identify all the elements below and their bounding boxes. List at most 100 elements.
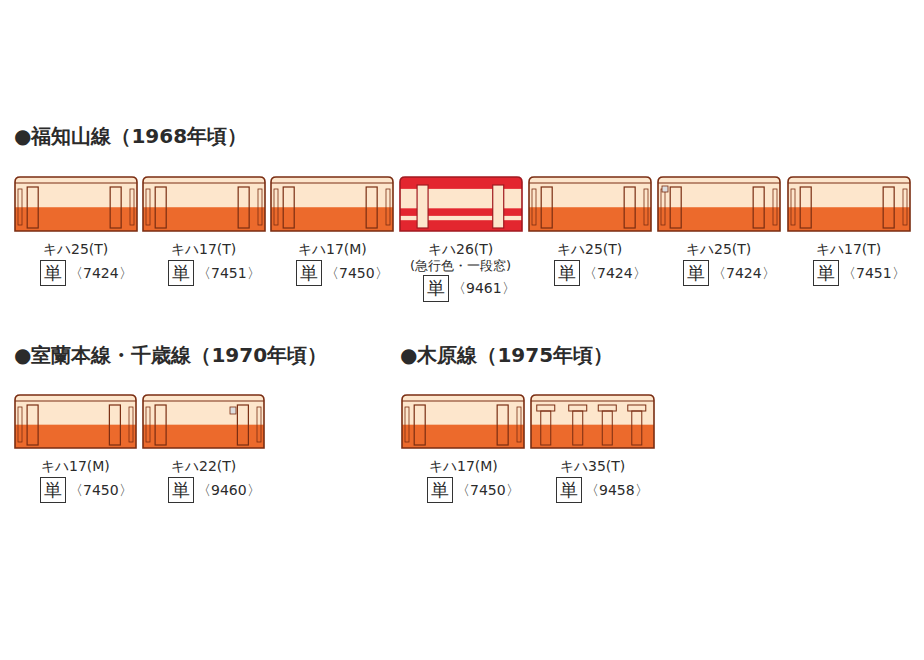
product-number: 〈7450〉 [69,482,133,499]
car-door [27,405,38,445]
car-door [624,187,635,228]
roof-line [402,401,524,402]
car-body [529,177,651,231]
car-door [109,405,120,445]
car-name: キハ26(T) [428,241,493,258]
section-heading: ●木原線（1975年頃） [400,343,613,367]
car-door [541,187,552,228]
single-item-mark: 単 [427,277,445,298]
car-door [238,187,249,228]
section-heading: ●室蘭本線・千歳線（1970年頃） [14,343,327,367]
single-item-box: 単 [40,477,66,504]
door-head [569,405,587,411]
roof-line [529,183,651,184]
car-name: キハ35(T) [560,458,625,475]
end-window [274,189,278,225]
single-item-box: 単 [168,477,194,504]
car-body [143,395,264,448]
door-head [628,405,646,411]
car-door [414,405,425,445]
car-door [155,187,166,228]
product-number: 〈7450〉 [456,482,520,499]
product-number: 〈9460〉 [197,482,261,499]
product-number: 〈7424〉 [583,265,647,282]
door-head [598,405,616,411]
roof-line [143,183,265,184]
car-door [283,187,294,228]
roof-line [15,183,137,184]
car-door [800,187,811,228]
car-door [155,405,166,445]
small-window [662,186,668,192]
single-item-mark: 単 [44,262,62,283]
car-body [402,395,524,448]
roof-line [143,401,264,402]
car-door [541,411,551,445]
end-window [791,189,795,225]
car-outline [143,395,264,448]
car-outline [271,177,393,231]
roof-line [271,183,393,184]
car-body [400,177,522,231]
product-number: 〈7451〉 [842,265,906,282]
single-item-mark: 単 [687,262,705,283]
car-name: キハ17(T) [171,241,236,258]
car-door [366,187,377,228]
section-heading: ●福知山線（1968年頃） [14,124,247,148]
car-body [531,395,654,448]
car-door [883,187,894,228]
car-door [573,411,583,445]
car-name: キハ25(T) [686,241,751,258]
single-item-box: 単 [423,275,449,302]
car-name: キハ25(T) [43,241,108,258]
car-name: キハ22(T) [171,458,236,475]
end-window [130,189,134,225]
end-window [405,407,409,442]
single-item-mark: 単 [558,262,576,283]
end-window [257,407,261,442]
car-door [237,405,248,445]
car-body [15,395,136,448]
end-window [644,189,648,225]
end-window [18,189,22,225]
car-outline [658,177,780,231]
car-outline [400,177,522,231]
product-number: 〈7424〉 [712,265,776,282]
single-item-box: 単 [683,260,709,287]
small-window [230,407,236,414]
single-item-mark: 単 [431,479,449,500]
single-item-box: 単 [813,260,839,287]
car-outline [531,395,654,448]
single-item-mark: 単 [172,262,190,283]
end-window [517,407,521,442]
car-body [271,177,393,231]
car-door [602,411,612,445]
roof-line [15,401,136,402]
car-body [788,177,910,231]
car-body [143,177,265,231]
product-number: 〈9461〉 [452,280,516,297]
single-item-box: 単 [556,477,582,504]
end-window [532,189,536,225]
car-door [497,405,508,445]
end-window [18,407,22,442]
single-item-box: 単 [554,260,580,287]
end-window [903,189,907,225]
car-note: (急行色・一段窓) [410,258,511,274]
car-name: キハ17(M) [429,458,498,475]
car-name: キハ25(T) [557,241,622,258]
end-window [258,189,262,225]
car-name: キハ17(M) [41,458,110,475]
car-outline [15,177,137,231]
single-item-box: 単 [40,260,66,287]
car-door [493,185,504,228]
single-item-mark: 単 [44,479,62,500]
product-number: 〈7424〉 [69,265,133,282]
end-window [661,189,665,225]
roof-line [788,183,910,184]
car-body [15,177,137,231]
roof-line [531,401,654,402]
car-door [632,411,642,445]
car-door [753,187,764,228]
